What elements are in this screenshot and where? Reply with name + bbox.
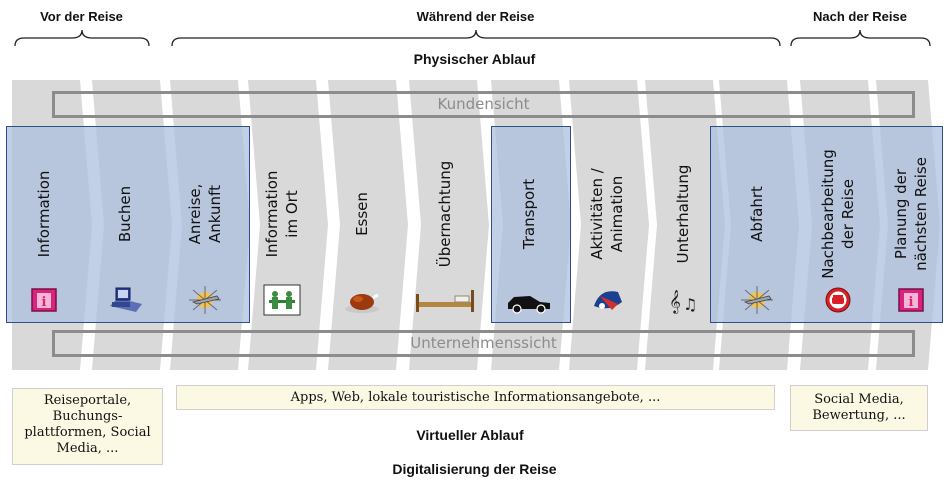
footer-title: Digitalisierung der Reise <box>392 461 557 477</box>
step-label-4: Information im Ort <box>263 170 301 258</box>
physical-flow-title: Physischer Ablauf <box>413 51 536 67</box>
svg-text:i: i <box>42 295 47 310</box>
step-label-7: Transport <box>520 178 538 250</box>
highlight-transport <box>491 126 571 323</box>
step-label-9: Unterhaltung <box>674 164 692 264</box>
step-label-12: Planung der nächsten Reise <box>892 157 930 271</box>
svg-text:𝄞: 𝄞 <box>669 289 681 314</box>
step-label-5: Essen <box>353 192 371 236</box>
phase-after-label: Nach der Reise <box>813 9 907 24</box>
chevron-6 <box>409 80 489 370</box>
chevron-8 <box>569 80 649 370</box>
customer-view-band: Kundensicht <box>52 91 915 118</box>
chevron-4 <box>248 80 328 370</box>
virtual-flow-title: Virtueller Ablauf <box>416 427 524 443</box>
parachute-icon <box>594 291 622 310</box>
info-icon: i <box>31 288 57 312</box>
step-label-1: Information <box>35 170 53 258</box>
virtual-box-after: Social Media, Bewertung, ... <box>790 385 928 431</box>
step-label-6: Übernachtung <box>436 160 454 268</box>
svg-text:i: i <box>909 295 914 310</box>
chevron-5 <box>328 80 408 370</box>
brace-during <box>171 29 781 47</box>
phase-during-label: Während der Reise <box>416 9 535 24</box>
bed-icon <box>416 290 474 312</box>
brace-before <box>14 29 150 47</box>
virtual-box-during: Apps, Web, lokale touristische Informati… <box>176 385 775 410</box>
company-view-band: Unternehmenssicht <box>52 330 915 357</box>
step-label-10: Abfahrt <box>748 186 766 242</box>
telephone-icon <box>825 287 851 313</box>
brace-after <box>790 29 931 47</box>
roast-chicken-icon <box>345 293 379 313</box>
music-notes-icon: 𝄞♫ <box>669 289 697 314</box>
step-label-8: Aktivitäten / Animation <box>588 168 626 260</box>
svg-text:♫: ♫ <box>683 295 697 314</box>
car-icon <box>508 295 550 314</box>
info-desk-icon <box>263 284 301 316</box>
step-label-11: Nachbearbeitung der Reise <box>819 149 857 279</box>
step-label-2: Buchen <box>116 185 134 243</box>
computer-icon <box>110 287 142 312</box>
virtual-box-before: Reiseportale, Buchungs- plattformen, Soc… <box>12 388 163 465</box>
phase-before-label: Vor der Reise <box>40 9 123 24</box>
step-label-3: Anreise, Ankunft <box>186 183 224 245</box>
info-icon: i <box>898 288 924 312</box>
airplane-icon <box>741 286 773 314</box>
airplane-icon <box>189 286 221 314</box>
